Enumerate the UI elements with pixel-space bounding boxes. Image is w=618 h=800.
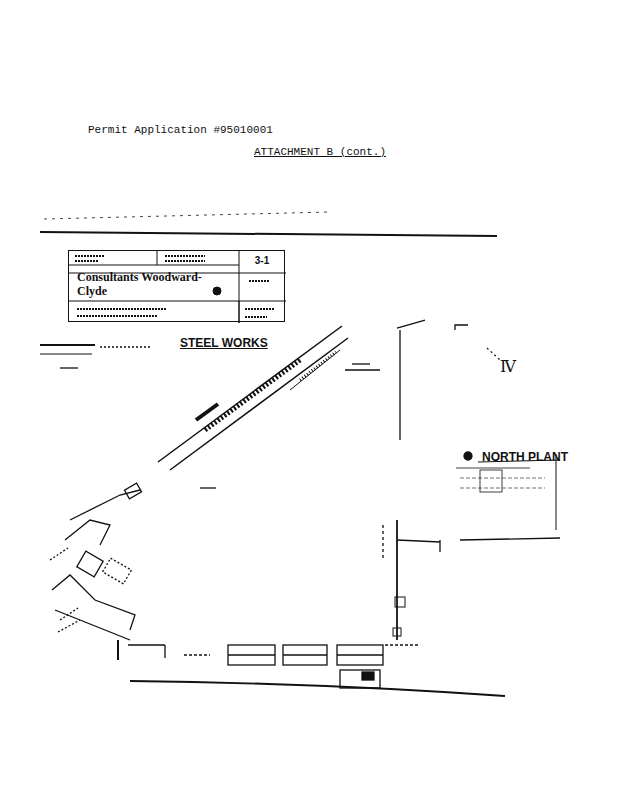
- sheet-number: 3-1: [245, 255, 279, 267]
- header-text: ATTACHMENT B (cont.): [254, 146, 386, 158]
- firm-name: Consultants Woodward-Clyde: [77, 271, 207, 299]
- area-label: STEEL WORKS: [180, 336, 268, 350]
- header-text: Permit Application #95010001: [88, 124, 273, 136]
- area-label: NORTH PLANT: [482, 450, 568, 464]
- svg-text:Ⅳ: Ⅳ: [500, 357, 517, 376]
- title-block: Consultants Woodward-Clyde 3-1: [68, 250, 285, 322]
